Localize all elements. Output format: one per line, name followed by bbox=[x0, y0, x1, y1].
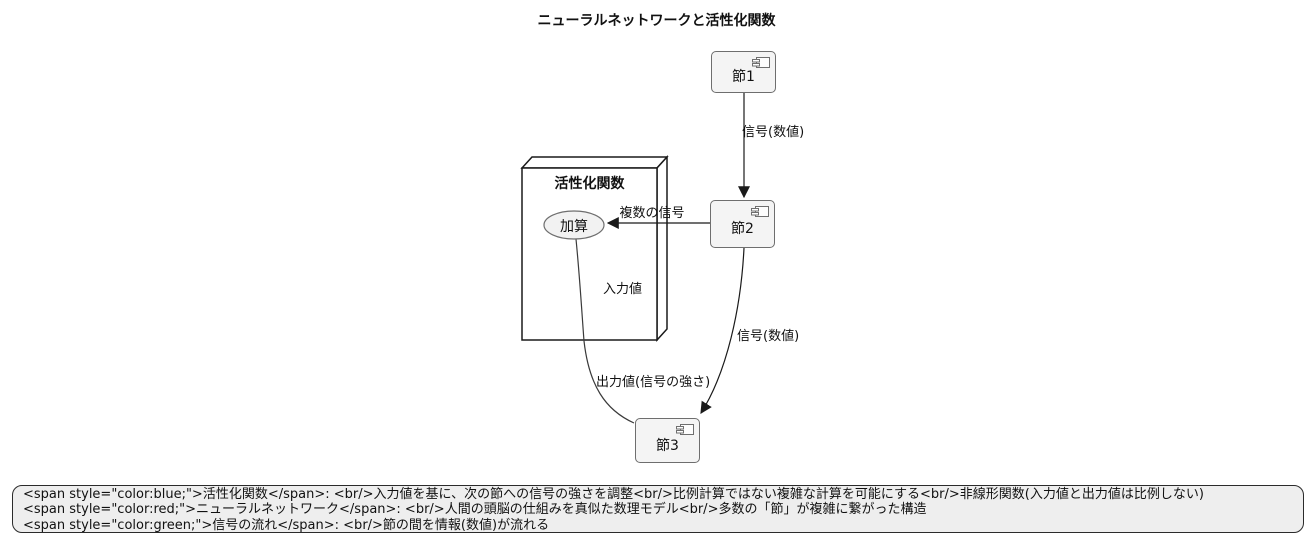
node-2: 節2 bbox=[710, 200, 775, 248]
edge-label-signal-1: 信号(数値) bbox=[742, 125, 805, 140]
node-1-label: 節1 bbox=[732, 69, 755, 85]
node-2-label: 節2 bbox=[731, 221, 754, 237]
legend-line-signal-flow: <span style="color:green;">信号の流れ</span>:… bbox=[23, 517, 550, 533]
node-3-label: 節3 bbox=[656, 437, 679, 454]
component-icon bbox=[751, 206, 769, 217]
legend-line-activation: <span style="color:blue;">活性化関数</span>: … bbox=[23, 487, 1204, 502]
edge-node2-node3 bbox=[700, 247, 745, 415]
diagram-title: ニューラルネットワークと活性化関数 bbox=[537, 13, 776, 29]
sum-ellipse-label: 加算 bbox=[560, 219, 588, 235]
edge-label-multiple-signals: 複数の信号 bbox=[619, 206, 685, 221]
node-3: 節3 bbox=[635, 418, 700, 463]
edge-sum-node3 bbox=[575, 238, 635, 424]
legend-box: <span style="color:blue;">活性化関数</span>: … bbox=[12, 485, 1304, 533]
legend-line-neural-network: <span style="color:red;">ニューラルネットワーク</sp… bbox=[23, 502, 927, 518]
activation-box-title: 活性化関数 bbox=[554, 176, 625, 192]
edge-label-output-value: 出力値(信号の強さ) bbox=[596, 375, 711, 390]
component-icon bbox=[752, 57, 770, 68]
edge-label-input-value: 入力値 bbox=[603, 282, 643, 297]
node-1: 節1 bbox=[711, 51, 776, 93]
activation-function-box bbox=[520, 155, 669, 342]
sum-ellipse bbox=[543, 210, 605, 240]
component-icon bbox=[676, 424, 694, 435]
edge-label-signal-2: 信号(数値) bbox=[737, 329, 800, 344]
